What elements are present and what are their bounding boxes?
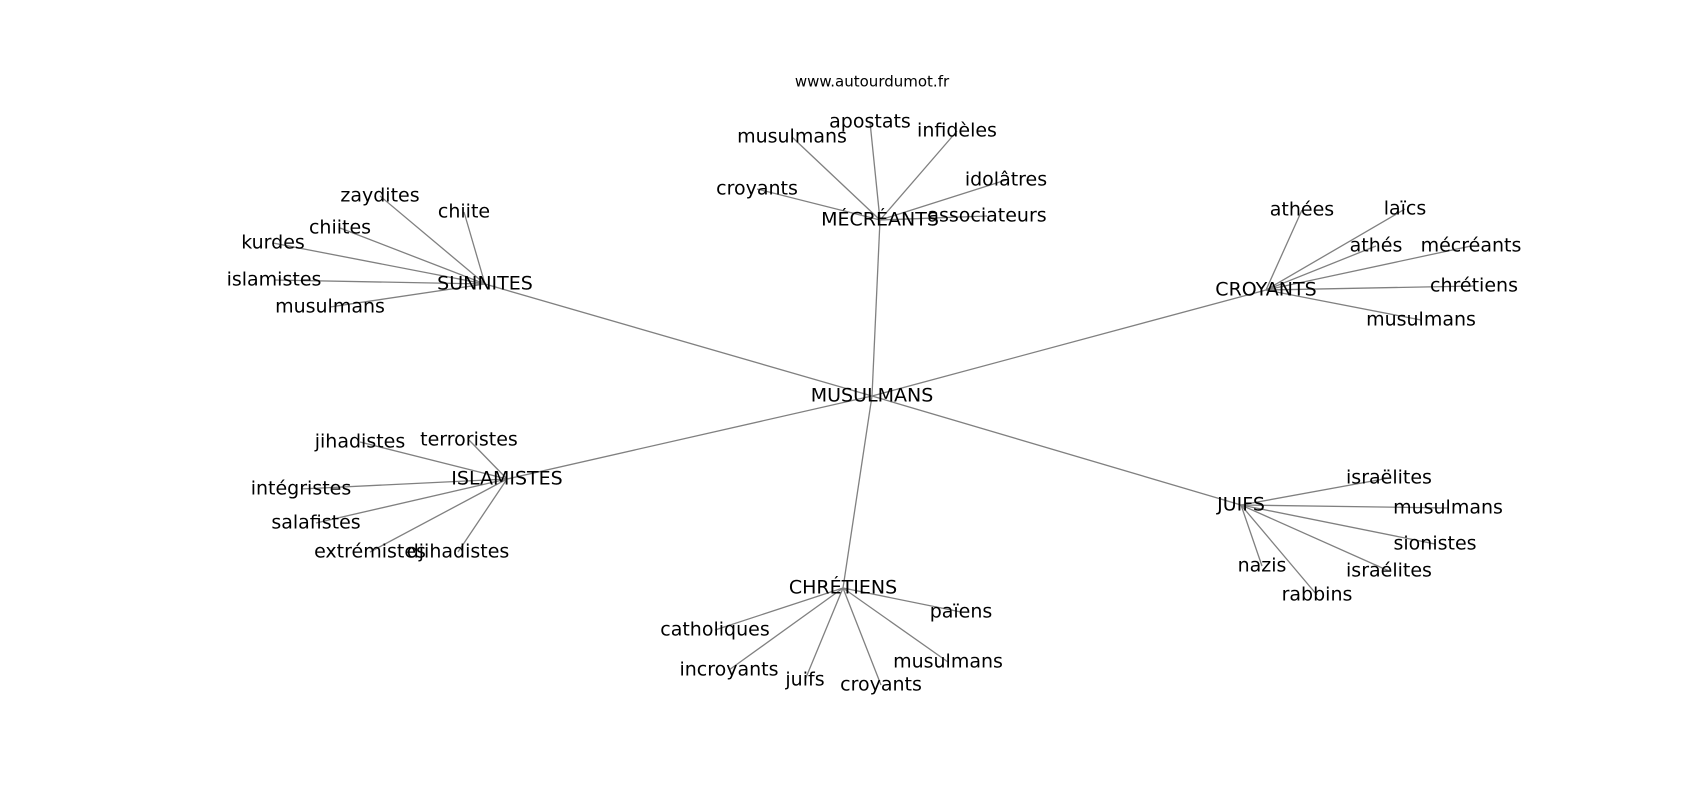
edge-hub-to-leaf	[791, 136, 881, 221]
cluster-hub-label: CHRÉTIENS	[789, 576, 897, 599]
graph-edges	[272, 121, 1475, 686]
leaf-word-label: incroyants	[679, 659, 778, 681]
leaf-word-label: islamistes	[227, 269, 322, 291]
leaf-word-label: musulmans	[275, 296, 385, 318]
edge-hub-to-leaf	[1240, 504, 1390, 572]
edge-hub-to-leaf	[315, 478, 508, 524]
leaf-word-label: croyants	[716, 178, 798, 200]
edge-hub-to-leaf	[842, 587, 962, 613]
leaf-word-label: musulmans	[893, 651, 1003, 673]
edge-hub-to-leaf	[329, 283, 486, 308]
edge-hub-to-leaf	[463, 211, 486, 285]
leaf-word-label: athées	[1270, 199, 1334, 221]
leaf-word-label: païens	[930, 601, 993, 623]
leaf-word-label: kurdes	[241, 232, 305, 254]
leaf-word-label: zaydites	[340, 185, 419, 207]
leaf-word-label: jihadistes	[314, 431, 406, 453]
leaf-word-label: chrétiens	[1430, 275, 1518, 297]
leaf-word-label: juifs	[784, 669, 824, 691]
leaf-word-label: laïcs	[1384, 198, 1427, 220]
leaf-word-label: rabbins	[1282, 584, 1353, 606]
leaf-word-label: musulmans	[1366, 309, 1476, 331]
edge-hub-to-leaf	[457, 478, 508, 553]
edge-hub-to-leaf	[869, 121, 881, 221]
edge-hub-to-leaf	[728, 587, 844, 671]
leaf-word-label: israëlites	[1346, 467, 1432, 489]
leaf-word-label: chiite	[438, 201, 490, 223]
leaf-word-label: catholiques	[660, 619, 769, 641]
edge-center-to-hub	[506, 395, 873, 480]
edge-center-to-hub	[871, 395, 1242, 506]
edge-hub-to-leaf	[1240, 504, 1449, 509]
edge-hub-to-leaf	[842, 587, 949, 663]
leaf-word-label: infidèles	[917, 120, 997, 142]
leaf-word-label: salafistes	[271, 512, 360, 534]
edge-hub-to-leaf	[379, 195, 486, 285]
leaf-word-label: sionistes	[1393, 533, 1476, 555]
graph-labels: www.autourdumot.fr MUSULMANS MÉCRÉANTS ap…	[227, 73, 1522, 696]
edge-hub-to-leaf	[1265, 289, 1422, 321]
edge-hub-to-leaf	[804, 587, 844, 681]
leaf-word-label: terroristes	[420, 429, 518, 451]
edge-hub-to-leaf	[756, 188, 881, 221]
edge-hub-to-leaf	[273, 279, 486, 285]
edge-center-to-hub	[871, 219, 881, 397]
edge-hub-to-leaf	[468, 439, 508, 480]
edge-hub-to-leaf	[1265, 245, 1472, 291]
edge-hub-to-leaf	[1240, 504, 1436, 545]
edge-hub-to-leaf	[879, 130, 958, 221]
leaf-word-label: mécréants	[1421, 235, 1522, 257]
edge-hub-to-leaf	[300, 478, 508, 490]
edge-hub-to-leaf	[842, 587, 882, 686]
leaf-word-label: croyants	[840, 674, 922, 696]
website-label: www.autourdumot.fr	[795, 73, 950, 91]
leaf-word-label: extrémistes	[314, 541, 426, 563]
edge-hub-to-leaf	[1240, 477, 1390, 506]
edge-center-to-hub	[842, 395, 873, 589]
edge-hub-to-leaf	[1265, 209, 1303, 291]
cluster-hub-label: CROYANTS	[1215, 279, 1316, 301]
leaf-word-label: idolâtres	[965, 169, 1047, 191]
edge-hub-to-leaf	[1240, 504, 1263, 567]
leaf-word-label: chiites	[309, 217, 371, 239]
center-node-label: MUSULMANS	[811, 385, 934, 407]
edge-hub-to-leaf	[272, 242, 486, 285]
edge-hub-to-leaf	[714, 587, 844, 631]
edge-hub-to-leaf	[1265, 208, 1406, 291]
leaf-word-label: athés	[1350, 235, 1403, 257]
leaf-word-label: israélites	[1346, 560, 1432, 582]
edge-center-to-hub	[871, 289, 1267, 397]
leaf-word-label: djihadistes	[407, 541, 510, 563]
edge-hub-to-leaf	[1240, 504, 1318, 596]
cluster-hub-label: JUIFS	[1216, 494, 1265, 516]
cluster-hub-label: SUNNITES	[437, 273, 533, 295]
edge-hub-to-leaf	[369, 478, 508, 553]
edge-hub-to-leaf	[1265, 245, 1377, 291]
edge-hub-to-leaf	[879, 215, 988, 221]
cluster-hub-label: ISLAMISTES	[451, 468, 562, 490]
edge-hub-to-leaf	[339, 227, 486, 285]
edge-hub-to-leaf	[1265, 285, 1475, 291]
leaf-word-label: associateurs	[927, 205, 1046, 227]
edge-center-to-hub	[484, 283, 873, 397]
leaf-word-label: musulmans	[1393, 497, 1503, 519]
edge-hub-to-leaf	[879, 179, 1007, 221]
edge-hub-to-leaf	[359, 441, 508, 480]
leaf-word-label: musulmans	[737, 126, 847, 148]
leaf-word-label: nazis	[1238, 555, 1287, 577]
cluster-hub-label: MÉCRÉANTS	[821, 208, 939, 231]
leaf-word-label: intégristes	[251, 478, 352, 500]
leaf-word-label: apostats	[829, 111, 911, 133]
